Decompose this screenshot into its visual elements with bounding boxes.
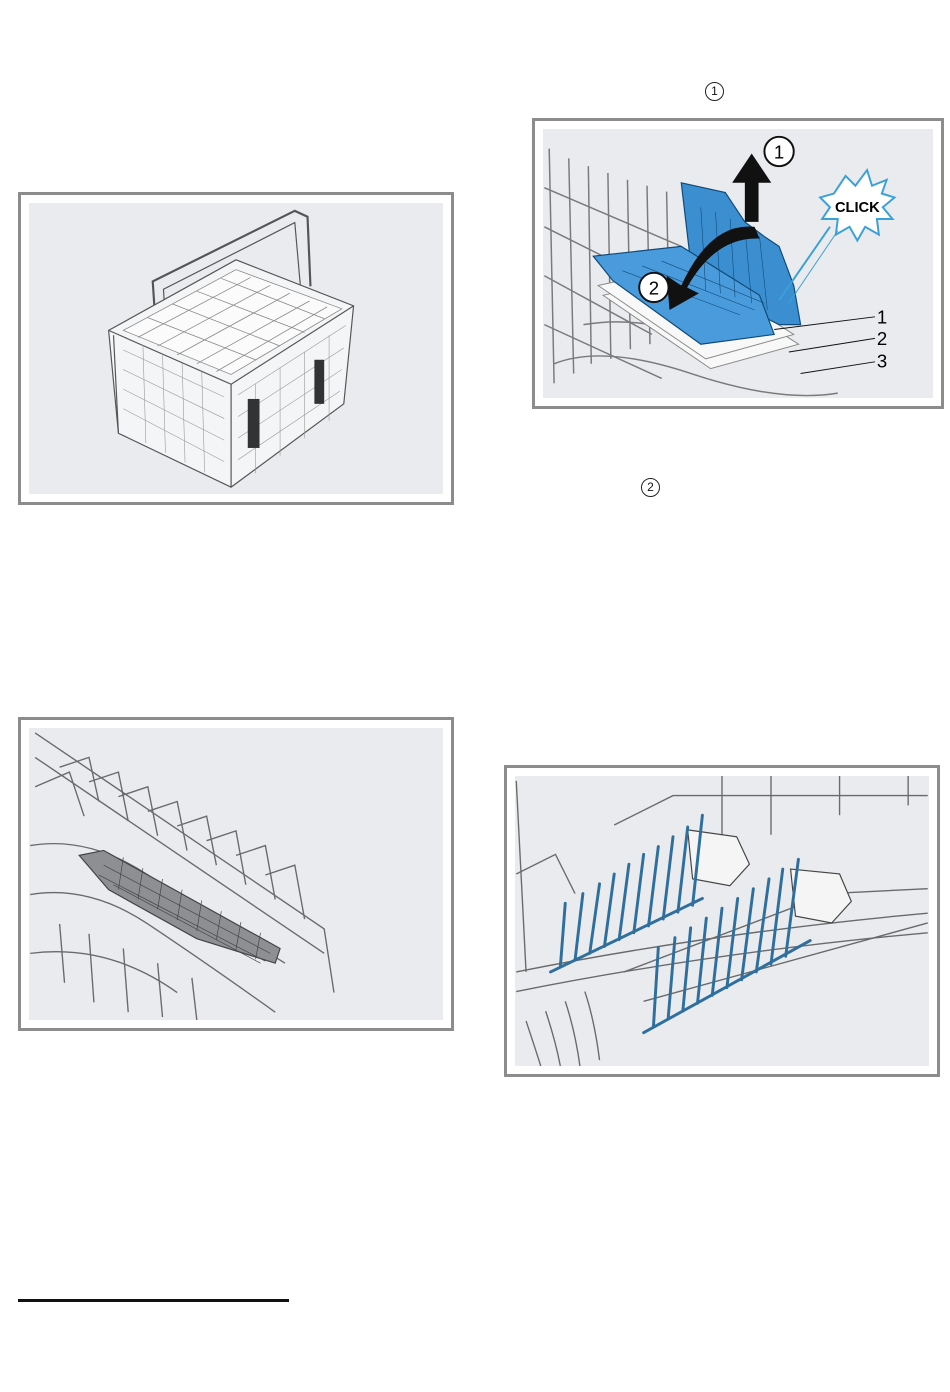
step-1-marker: 1: [705, 82, 724, 101]
rack-insert-mounted-drawing: [29, 728, 443, 1020]
plate-rack-illustration: [515, 776, 929, 1066]
plate-rack-drawing: [515, 776, 929, 1066]
rack-insert-mounted-figure: [18, 717, 454, 1031]
rack-insert-removal-drawing: 1 2 CLICK 1 2 3: [543, 129, 933, 398]
arrow-label-2: 2: [649, 277, 659, 298]
rack-insert-removal-illustration: 1 2 CLICK 1 2 3: [543, 129, 933, 398]
step-2-marker: 2: [641, 478, 660, 497]
rack-insert-removal-figure: 1 2 CLICK 1 2 3: [532, 118, 944, 409]
cutlery-basket-illustration: [29, 203, 443, 494]
callout-3: 3: [877, 351, 887, 372]
cutlery-basket-figure: [18, 192, 454, 505]
plate-rack-figure: [504, 765, 940, 1077]
rack-insert-mounted-illustration: [29, 728, 443, 1020]
arrow-label-1: 1: [774, 141, 784, 162]
footnote-separator: [18, 1299, 289, 1302]
cutlery-basket-drawing: [29, 203, 443, 494]
callout-1: 1: [877, 307, 887, 328]
callout-2: 2: [877, 328, 887, 349]
click-label: CLICK: [835, 200, 880, 216]
